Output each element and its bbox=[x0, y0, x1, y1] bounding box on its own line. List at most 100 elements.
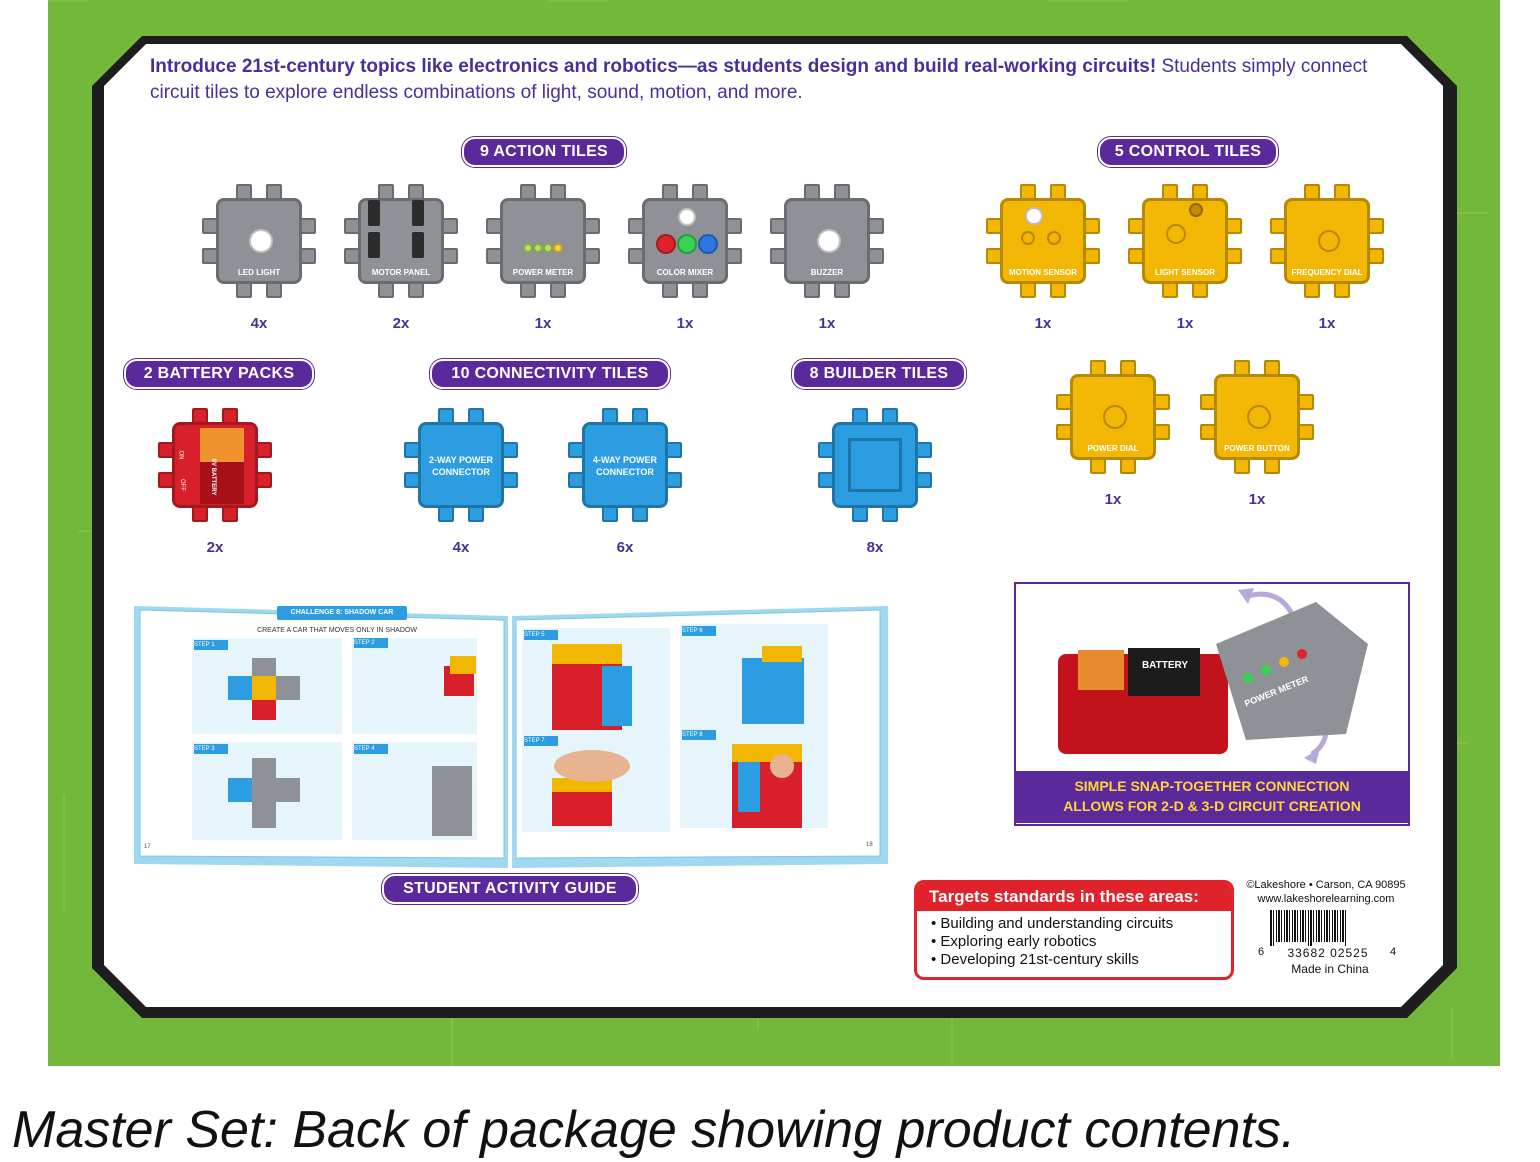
circuit-tile: LIGHT SENSOR bbox=[1128, 184, 1242, 298]
page-number-right: 18 bbox=[866, 842, 873, 848]
tile-body bbox=[1142, 198, 1228, 284]
circuit-trace bbox=[548, 0, 608, 2]
tile-connector-tab bbox=[1020, 282, 1036, 298]
tile-connector-tab bbox=[502, 442, 518, 458]
tile-connector-tab bbox=[300, 248, 316, 264]
motion-lens-icon bbox=[1025, 207, 1043, 225]
tile-connector-tab bbox=[1334, 282, 1350, 298]
tile-connector-tab bbox=[1162, 282, 1178, 298]
tile-connector-tab bbox=[300, 218, 316, 234]
barcode-bar bbox=[1332, 910, 1333, 942]
barcode-bar bbox=[1286, 910, 1288, 942]
red-led-icon bbox=[656, 234, 676, 254]
barcode-bar bbox=[1284, 910, 1285, 942]
barcode-bar bbox=[1294, 910, 1296, 942]
standards-list: Building and understanding circuits Expl… bbox=[917, 915, 1231, 969]
tile-connector-tab bbox=[868, 248, 884, 264]
tile-connector-tab bbox=[520, 282, 536, 298]
battery-packs-header: 2 BATTERY PACKS bbox=[124, 359, 314, 389]
step-2-label: STEP 2 bbox=[354, 640, 375, 646]
tile-connector-tab bbox=[726, 218, 742, 234]
circuit-trace bbox=[63, 795, 65, 910]
tile-connector-tab bbox=[266, 282, 282, 298]
tile-connector-tab bbox=[1298, 394, 1314, 410]
circuit-tile: POWER METER bbox=[486, 184, 600, 298]
tile-connector-tab bbox=[502, 472, 518, 488]
tile-connector-tab bbox=[222, 506, 238, 522]
circuit-trace bbox=[1451, 1007, 1453, 1060]
barcode-bar bbox=[1310, 910, 1312, 946]
standards-item: Developing 21st-century skills bbox=[931, 951, 1231, 969]
tile-connector-tab bbox=[1368, 218, 1384, 234]
tile-connector-tab bbox=[804, 282, 820, 298]
page-number-left: 17 bbox=[144, 844, 151, 850]
blue-led-icon bbox=[698, 234, 718, 254]
barcode-bar bbox=[1278, 910, 1280, 942]
barcode-bar bbox=[1297, 910, 1298, 942]
made-in-label: Made in China bbox=[1291, 962, 1369, 976]
tile-body bbox=[1000, 198, 1086, 284]
tile-connector-tab bbox=[1226, 218, 1242, 234]
barcode bbox=[1268, 910, 1388, 946]
barcode-bar bbox=[1289, 910, 1290, 942]
circuit-tile: COLOR MIXER bbox=[628, 184, 742, 298]
tile-quantity: 1x bbox=[1318, 315, 1336, 332]
barcode-bar bbox=[1273, 910, 1274, 946]
intro-text: Introduce 21st-century topics like elect… bbox=[150, 54, 1400, 106]
circuit-tile: 2-WAY POWER CONNECTOR bbox=[404, 408, 518, 522]
snap-caption-line-2: ALLOWS FOR 2-D & 3-D CIRCUIT CREATION bbox=[1063, 798, 1361, 814]
tile-quantity: 8x bbox=[866, 539, 884, 556]
tile-body bbox=[216, 198, 302, 284]
tile-label: MOTOR PANEL bbox=[371, 268, 431, 277]
tile-connector-tab bbox=[1298, 424, 1314, 440]
tile-connector-tab bbox=[882, 506, 898, 522]
barcode-bar bbox=[1324, 910, 1325, 942]
tile-connector-tab bbox=[726, 248, 742, 264]
book-illustration bbox=[134, 606, 888, 868]
snap-caption: SIMPLE SNAP-TOGETHER CONNECTION ALLOWS F… bbox=[1014, 771, 1410, 823]
standards-item: Building and understanding circuits bbox=[931, 915, 1231, 933]
motor-slot-icon bbox=[368, 232, 380, 258]
action-tiles-header: 9 ACTION TILES bbox=[462, 137, 626, 167]
student-guide-header: STUDENT ACTIVITY GUIDE bbox=[382, 874, 638, 904]
tile-connector-tab bbox=[378, 282, 394, 298]
tile-connector-tab bbox=[236, 282, 252, 298]
control-tiles-header: 5 CONTROL TILES bbox=[1098, 137, 1278, 167]
tile-connector-tab bbox=[868, 218, 884, 234]
tile-connector-tab bbox=[442, 248, 458, 264]
tile-label: COLOR MIXER bbox=[656, 268, 714, 277]
tile-connector-tab bbox=[1154, 424, 1170, 440]
circuit-tile: POWER BUTTON bbox=[1200, 360, 1314, 474]
tile-connector-tab bbox=[1226, 248, 1242, 264]
challenge-title: CHALLENGE 8: SHADOW CAR bbox=[290, 609, 394, 616]
meter-led-icon bbox=[533, 243, 543, 253]
knob-icon bbox=[1318, 230, 1340, 252]
tile-quantity: 1x bbox=[1176, 315, 1194, 332]
speaker-icon bbox=[817, 229, 841, 253]
tile-label: POWER METER bbox=[512, 268, 574, 277]
tile-connector-tab bbox=[1234, 458, 1250, 474]
barcode-bar bbox=[1292, 910, 1293, 942]
circuit-trace bbox=[1048, 0, 1128, 2]
motor-slot-icon bbox=[412, 200, 424, 226]
tile-connector-tab bbox=[692, 282, 708, 298]
barcode-left-digit: 6 bbox=[1258, 946, 1265, 958]
circuit-tile: 4-WAY POWER CONNECTOR bbox=[568, 408, 682, 522]
tile-connector-tab bbox=[442, 218, 458, 234]
led-light-icon bbox=[249, 229, 273, 253]
motor-slot-icon bbox=[368, 200, 380, 226]
ambient-sensor-icon bbox=[678, 208, 696, 226]
tile-connector-tab bbox=[1084, 248, 1100, 264]
tile-connector-tab bbox=[602, 506, 618, 522]
circuit-tile: LED LIGHT bbox=[202, 184, 316, 298]
barcode-bar bbox=[1276, 910, 1277, 942]
barcode-bar bbox=[1334, 910, 1336, 942]
barcode-bar bbox=[1342, 910, 1344, 942]
tile-quantity: 4x bbox=[452, 539, 470, 556]
tile-connector-tab bbox=[1154, 394, 1170, 410]
barcode-bar bbox=[1316, 910, 1317, 942]
barcode-bar bbox=[1326, 910, 1328, 942]
barcode-bars bbox=[1270, 910, 1346, 946]
circuit-tile: MOTOR PANEL bbox=[344, 184, 458, 298]
